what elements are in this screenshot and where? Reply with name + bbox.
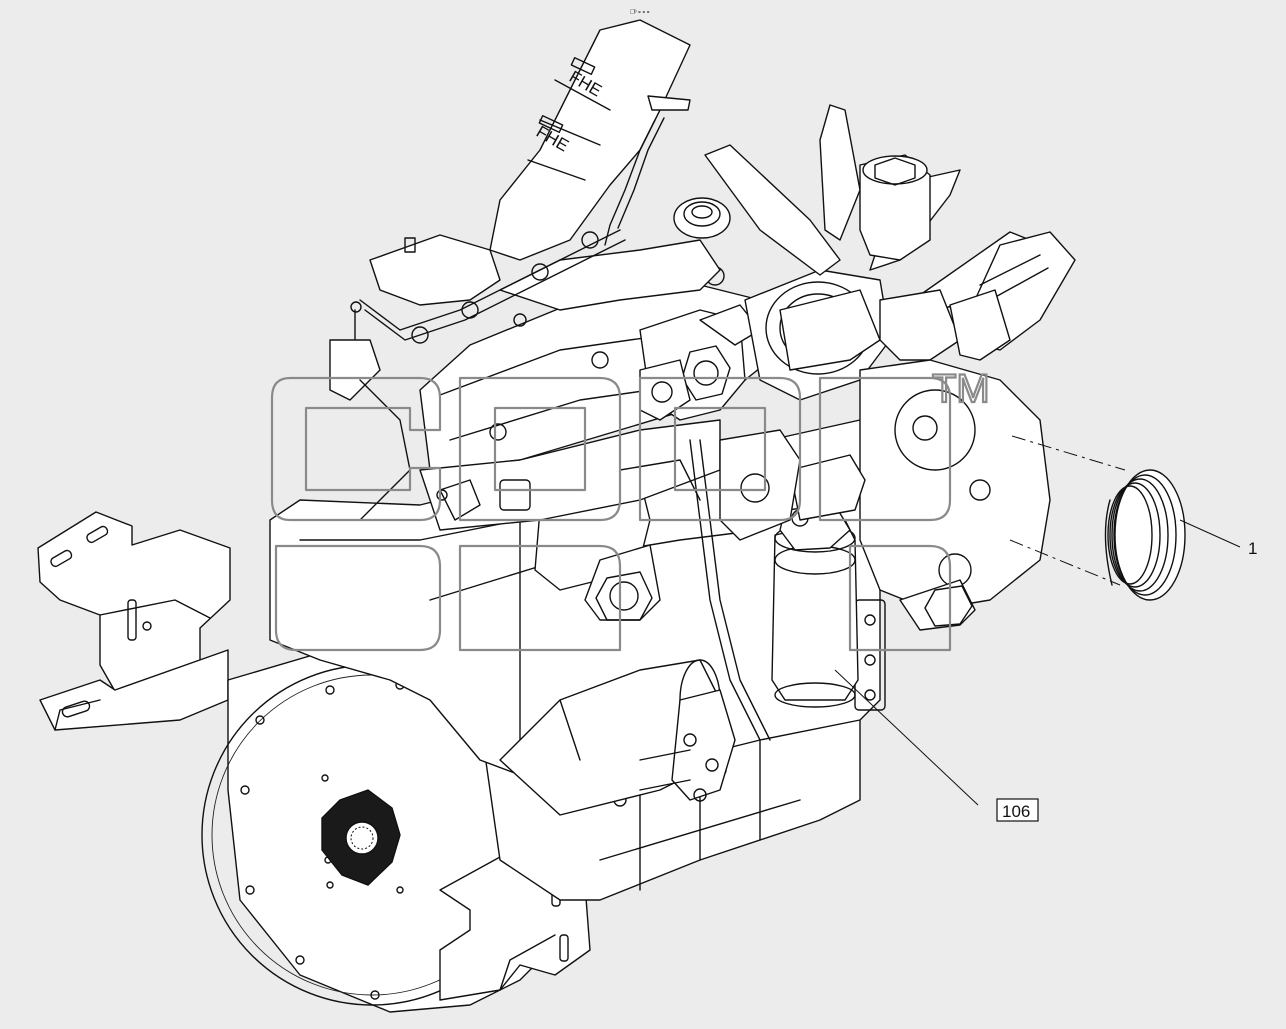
- engine-body: FHE FHE: [37, 19, 1076, 1013]
- callout-106[interactable]: 106: [834, 669, 1039, 822]
- dipstick: [604, 95, 691, 246]
- fuel-lines: [436, 439, 771, 802]
- callout-106-box: [996, 798, 1039, 822]
- coolant-hose: [879, 231, 1076, 361]
- watermark-trademark: TM: [932, 367, 990, 411]
- drawing-code: ▭ͦ ∘∘∘: [630, 9, 650, 16]
- left-mount-bracket: [37, 511, 231, 731]
- thermostat-housing: [639, 304, 761, 421]
- intake-hose: FHE FHE: [489, 19, 691, 261]
- callout-1[interactable]: 1: [1179, 519, 1257, 558]
- alternator: [744, 269, 891, 401]
- oil-filter: [771, 454, 866, 708]
- callout-1-label: 1: [1248, 539, 1257, 558]
- callout-106-label: 106: [1002, 802, 1030, 821]
- timing-cover: [859, 359, 1051, 631]
- pulley-part: [1009, 435, 1186, 601]
- cooling-fan: [704, 104, 1031, 311]
- watermark-logo: TM: [270, 366, 991, 652]
